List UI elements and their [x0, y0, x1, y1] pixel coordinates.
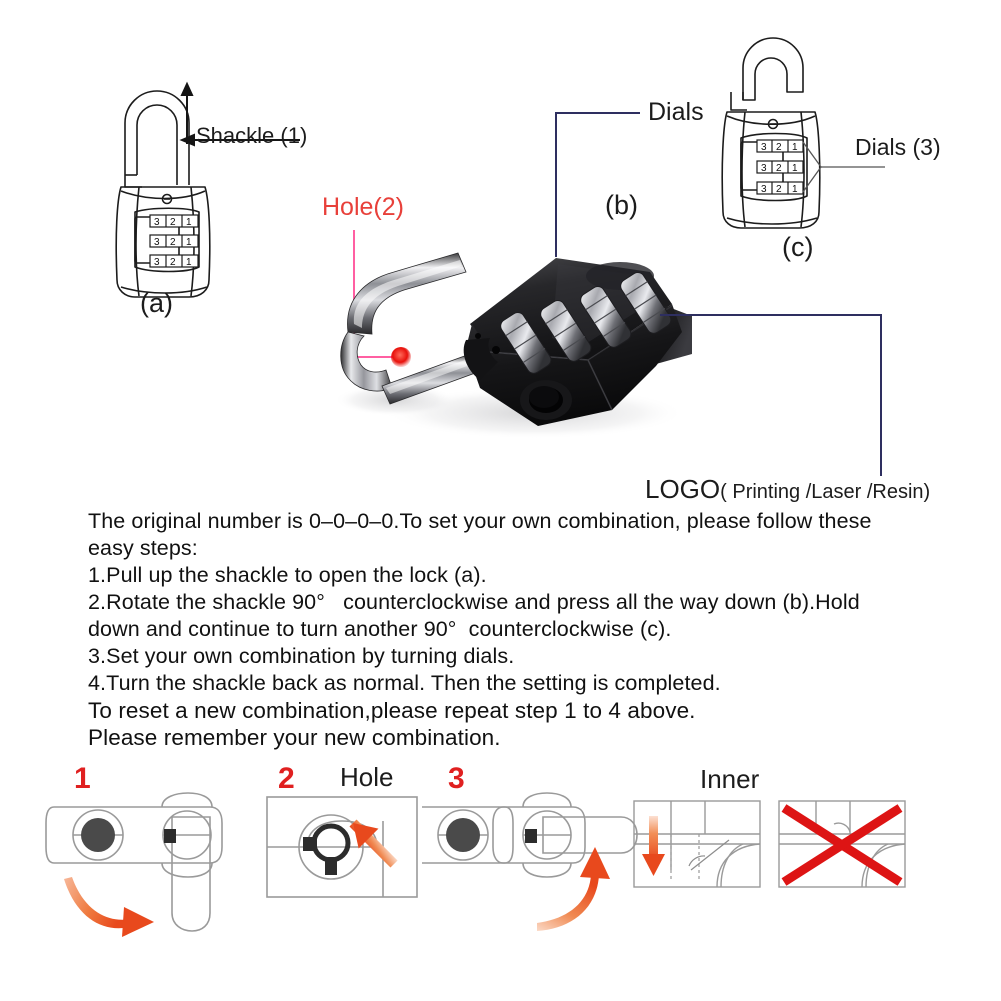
logo-callout-options: ( Printing /Laser /Resin)	[720, 481, 931, 503]
cross-icon	[781, 804, 903, 886]
instruction-line: The original number is 0–0–0–0.To set yo…	[88, 509, 872, 533]
logo-callout-label: LOGO	[645, 474, 721, 504]
lock-diagram-a: 3 2 1 3 2 1 3 2 1	[95, 75, 295, 305]
figure-caption-b: (b)	[605, 190, 638, 220]
instruction-text-block: The original number is 0–0–0–0.To set yo…	[88, 508, 948, 751]
lock-photo-main	[320, 228, 700, 439]
svg-text:1: 1	[792, 184, 798, 195]
shackle-callout-arrows	[160, 81, 320, 152]
bottom-step-diagram-2	[265, 795, 455, 905]
bottom-step-number-3: 3	[448, 762, 465, 795]
svg-text:2: 2	[170, 237, 176, 248]
dials-callout-line-vertical	[555, 112, 557, 257]
instruction-line: down and continue to turn another 90° co…	[88, 617, 672, 641]
svg-text:1: 1	[792, 163, 798, 174]
hole-callout-line-horizontal	[353, 356, 400, 358]
instruction-line: 4.Turn the shackle back as normal. Then …	[88, 671, 721, 695]
figure-caption-a: (a)	[140, 288, 173, 318]
instruction-line: 2.Rotate the shackle 90° counterclockwis…	[88, 590, 860, 614]
inner-panel-wrong	[778, 800, 908, 890]
instruction-line: To reset a new combination,please repeat…	[88, 698, 696, 723]
hole-callout-label: Hole(2)	[322, 193, 404, 221]
lock-diagram-c: 3 2 1 3 2 1 3 2 1	[721, 30, 890, 240]
inner-panel-correct	[633, 800, 763, 890]
dials-3-callout-label: Dials (3)	[855, 134, 941, 160]
bottom-inner-label: Inner	[700, 764, 760, 794]
logo-callout-line-horizontal	[660, 314, 882, 316]
hole-callout-line-vertical	[353, 230, 355, 358]
svg-text:3: 3	[761, 163, 767, 174]
svg-text:1: 1	[186, 237, 192, 248]
svg-text:3: 3	[761, 184, 767, 195]
figure-caption-c: (c)	[782, 232, 814, 262]
instruction-line: easy steps:	[88, 536, 198, 560]
bottom-step-label-hole: Hole	[340, 762, 394, 792]
svg-text:3: 3	[154, 217, 160, 228]
svg-text:2: 2	[170, 257, 176, 268]
lock-photo-dials	[500, 272, 672, 374]
dials-callout-line-horizontal	[555, 112, 640, 114]
svg-text:3: 3	[154, 237, 160, 248]
svg-text:2: 2	[776, 142, 782, 153]
svg-text:1: 1	[186, 257, 192, 268]
svg-text:2: 2	[776, 163, 782, 174]
svg-text:2: 2	[776, 184, 782, 195]
svg-text:2: 2	[170, 217, 176, 228]
lock-a-dials: 3 2 1 3 2 1 3 2 1	[149, 214, 199, 268]
bottom-step-number-2: 2	[278, 762, 295, 795]
instruction-line: 3.Set your own combination by turning di…	[88, 644, 515, 668]
svg-text:3: 3	[761, 142, 767, 153]
instruction-line: Please remember your new combination.	[88, 725, 501, 750]
bottom-step-number-1: 1	[74, 762, 91, 795]
instruction-line: 1.Pull up the shackle to open the lock (…	[88, 563, 487, 587]
shackle-callout-label: Shackle (1)	[196, 123, 308, 148]
bottom-step-diagram-1	[45, 792, 270, 937]
svg-text:3: 3	[154, 257, 160, 268]
bottom-step-diagram-3	[422, 792, 645, 935]
dials-callout-label: Dials	[648, 98, 704, 126]
svg-text:1: 1	[186, 217, 192, 228]
lock-c-dials: 3 2 1 3 2 1 3 2 1	[756, 139, 804, 195]
hole-marker-dot	[391, 347, 411, 367]
logo-callout-line-vertical	[880, 314, 882, 476]
svg-text:1: 1	[792, 142, 798, 153]
logo-callout: LOGO( Printing /Laser /Resin)	[645, 474, 930, 505]
